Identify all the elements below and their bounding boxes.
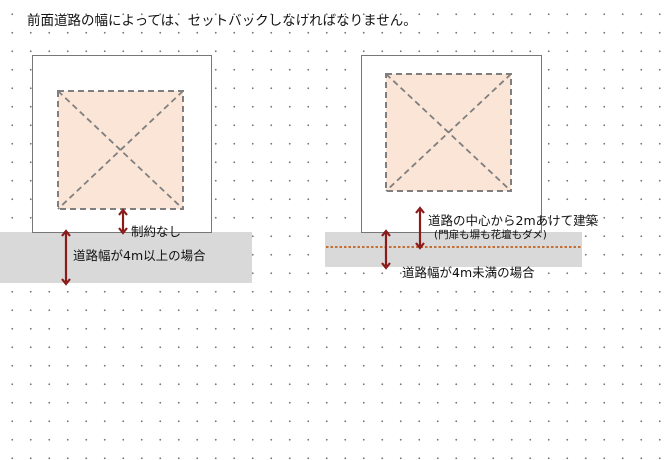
left-road-width-arrow [61, 229, 71, 286]
left-road [0, 232, 252, 283]
right-centerline-arrow [381, 229, 391, 270]
right-setback-note: (門扉も塀も花壇もダメ) [434, 229, 547, 241]
right-road [325, 232, 582, 267]
right-road-label: 道路幅が4m未満の場合 [402, 265, 535, 280]
right-setback-label: 道路の中心から2mあけて建築 [428, 213, 599, 228]
left-clearance-arrow [118, 208, 128, 235]
left-restriction-label: 制約なし [131, 224, 182, 239]
right-house-diagonal-2 [385, 73, 512, 192]
left-house-diagonal-2 [57, 90, 184, 210]
right-setback-arrow [415, 206, 425, 250]
left-road-label: 道路幅が4m以上の場合 [73, 248, 206, 263]
page-heading: 前面道路の幅によっては、セットバックしなければなりません。 [27, 13, 417, 29]
